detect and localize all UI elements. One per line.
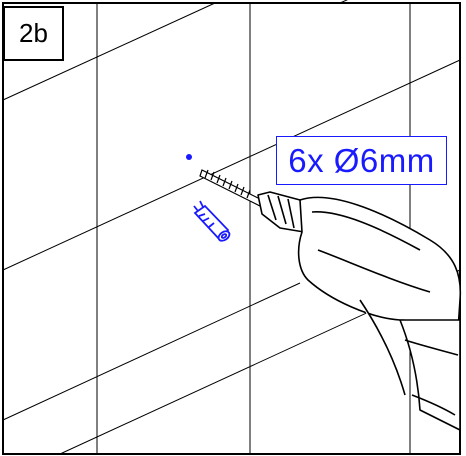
drill-mark-dot-icon bbox=[186, 154, 192, 160]
drill-bit bbox=[199, 169, 263, 207]
power-drill-icon bbox=[257, 191, 462, 431]
wall-plug-icon bbox=[193, 200, 231, 242]
hole-spec-callout: 6x Ø6mm bbox=[276, 136, 447, 185]
step-label: 2b bbox=[3, 6, 64, 61]
outer-frame bbox=[2, 2, 461, 455]
